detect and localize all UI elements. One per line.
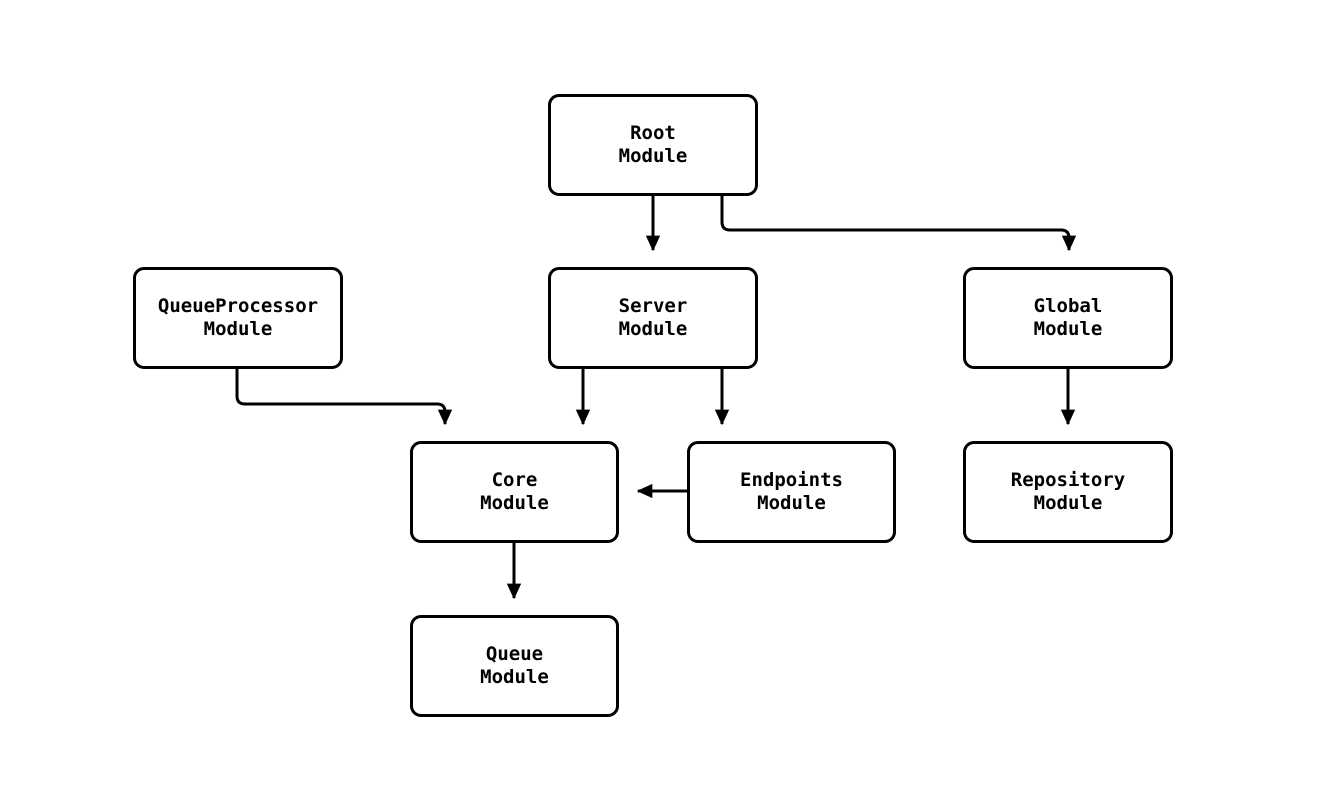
node-label-suffix: Module	[480, 492, 549, 514]
edge-root-to-global	[720, 196, 1077, 252]
edge-queueprocessor-to-core	[235, 369, 453, 426]
node-label-suffix: Module	[1033, 318, 1103, 340]
node-label-name: Repository	[1010, 469, 1126, 491]
node-label-name: Global	[1033, 295, 1103, 317]
node-label-suffix: Module	[480, 666, 549, 688]
node-label-name: Queue	[485, 643, 544, 665]
node-label-suffix: Module	[757, 492, 826, 514]
node-label-suffix: Module	[618, 145, 688, 167]
node-label-suffix: Module	[618, 318, 688, 340]
node-label-name: QueueProcessor	[157, 295, 319, 317]
node-label-suffix: Module	[1033, 492, 1103, 514]
node-label-name: Root	[630, 122, 676, 144]
node-label-name: Server	[618, 295, 688, 317]
node-label-suffix: Module	[203, 318, 273, 340]
node-label-name: Core	[491, 469, 538, 491]
node-label-name: Endpoints	[740, 469, 843, 491]
